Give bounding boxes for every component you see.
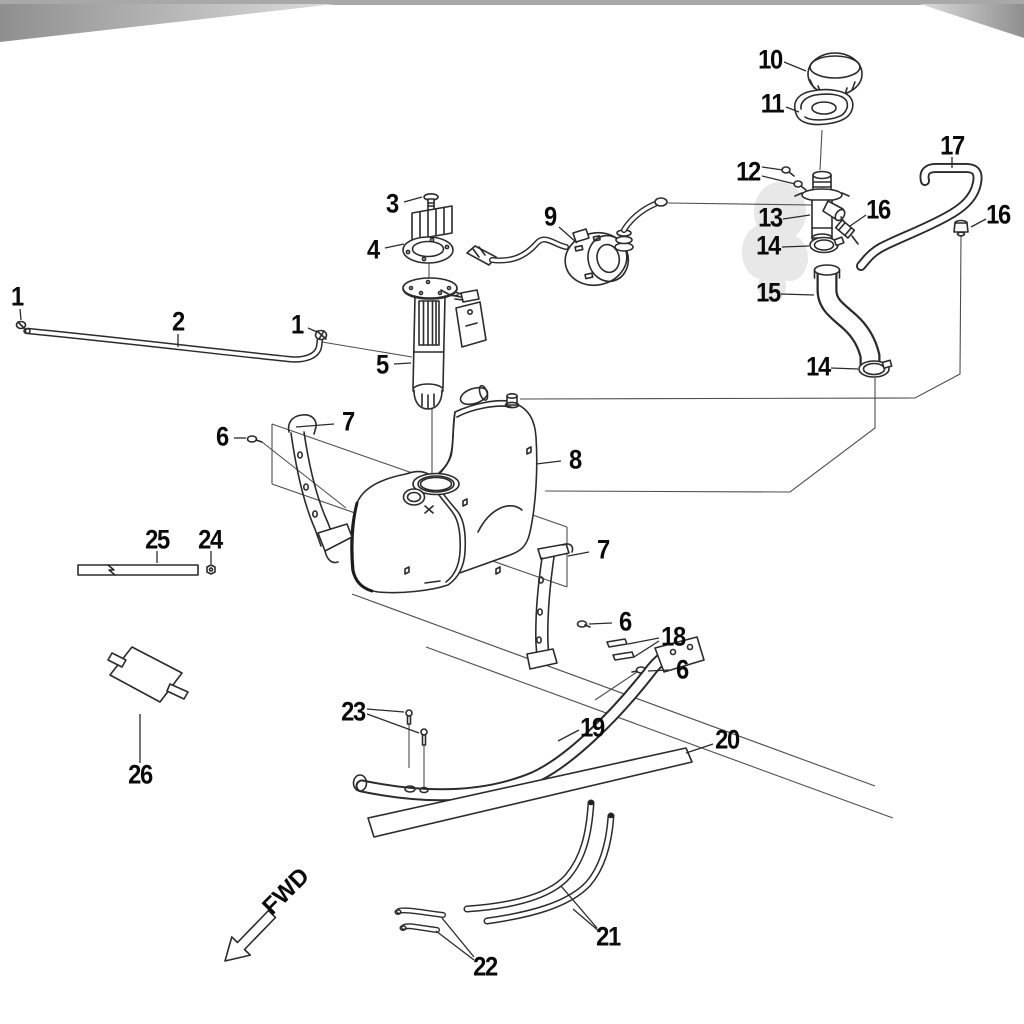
- part-fitting-16a: [834, 216, 859, 245]
- part-nut-24: [206, 564, 216, 575]
- part-strip-25: [77, 564, 199, 576]
- part-heat-shield-plate: [411, 205, 453, 241]
- leader-line-9: [558, 226, 578, 244]
- leader-line-8: [535, 460, 562, 465]
- leader-line-18: [627, 637, 660, 645]
- leader-line-7a: [295, 423, 335, 428]
- part-clip-1-right: [314, 329, 328, 341]
- part-bolt-6b: [576, 620, 591, 628]
- part-strip-20: [367, 747, 693, 838]
- part-tubes-22: [394, 907, 446, 933]
- leader-line-3: [403, 196, 423, 203]
- leader-line-23: [366, 713, 420, 734]
- scan-shadow-top: [0, 0, 1024, 42]
- leader-line-16b: [970, 218, 987, 228]
- part-gasket-4: [402, 236, 454, 264]
- part-cap-dish-11: [793, 88, 854, 126]
- part-bracket-7-left: [287, 414, 353, 564]
- part-hose-2: [23, 327, 324, 363]
- part-bolt-3: [423, 193, 439, 211]
- leader-line-7b: [567, 551, 590, 557]
- part-guard-19: [352, 636, 705, 802]
- part-clip-1-left: [15, 320, 27, 330]
- leader-lines: [19, 61, 987, 961]
- part-fitting-16b: [953, 219, 969, 237]
- part-spacers-18: [606, 638, 635, 661]
- leader-line-22: [435, 930, 475, 961]
- leader-line-15: [780, 293, 815, 296]
- part-hose-17: [856, 163, 983, 271]
- part-clamp-14a: [809, 236, 845, 254]
- leader-line-1b: [307, 327, 318, 333]
- part-bracket-7-right: [526, 543, 574, 670]
- leader-line-6b: [588, 622, 613, 625]
- leader-line-16a: [849, 214, 867, 227]
- part-fuel-tank-8: [350, 392, 538, 594]
- leader-line-13: [782, 214, 811, 220]
- leader-line-22: [441, 917, 475, 958]
- part-valve-9: [466, 197, 668, 287]
- leader-line-21: [572, 908, 601, 933]
- part-pins-23: [405, 709, 428, 746]
- part-filler-tube-15: [813, 264, 881, 375]
- leader-line-12: [761, 166, 784, 171]
- part-fuel-cap-10: [807, 52, 863, 98]
- leader-line-10: [783, 61, 807, 72]
- leader-line-21: [560, 885, 598, 929]
- leader-line-5: [393, 362, 412, 365]
- part-canister-26: [107, 646, 189, 703]
- leader-line-23: [366, 708, 405, 713]
- fwd-label: FWD: [257, 863, 315, 921]
- leader-line-14b: [830, 367, 859, 370]
- leader-line-18: [633, 640, 660, 658]
- leader-line-6c: [647, 669, 670, 672]
- part-fuel-pump-5: [402, 277, 489, 410]
- watermark: [742, 182, 808, 302]
- leader-line-12: [761, 175, 796, 185]
- leader-line-11: [785, 106, 800, 113]
- leader-line-1a: [19, 308, 22, 321]
- part-bolt-6a: [246, 435, 263, 443]
- fwd-arrow: FWD: [224, 863, 315, 962]
- leader-line-19: [557, 729, 580, 742]
- leader-line-14a: [781, 245, 810, 248]
- leader-line-20: [685, 743, 714, 754]
- part-tubes-21: [463, 799, 615, 925]
- leader-line-4: [384, 243, 405, 249]
- part-clamp-14b: [858, 359, 893, 378]
